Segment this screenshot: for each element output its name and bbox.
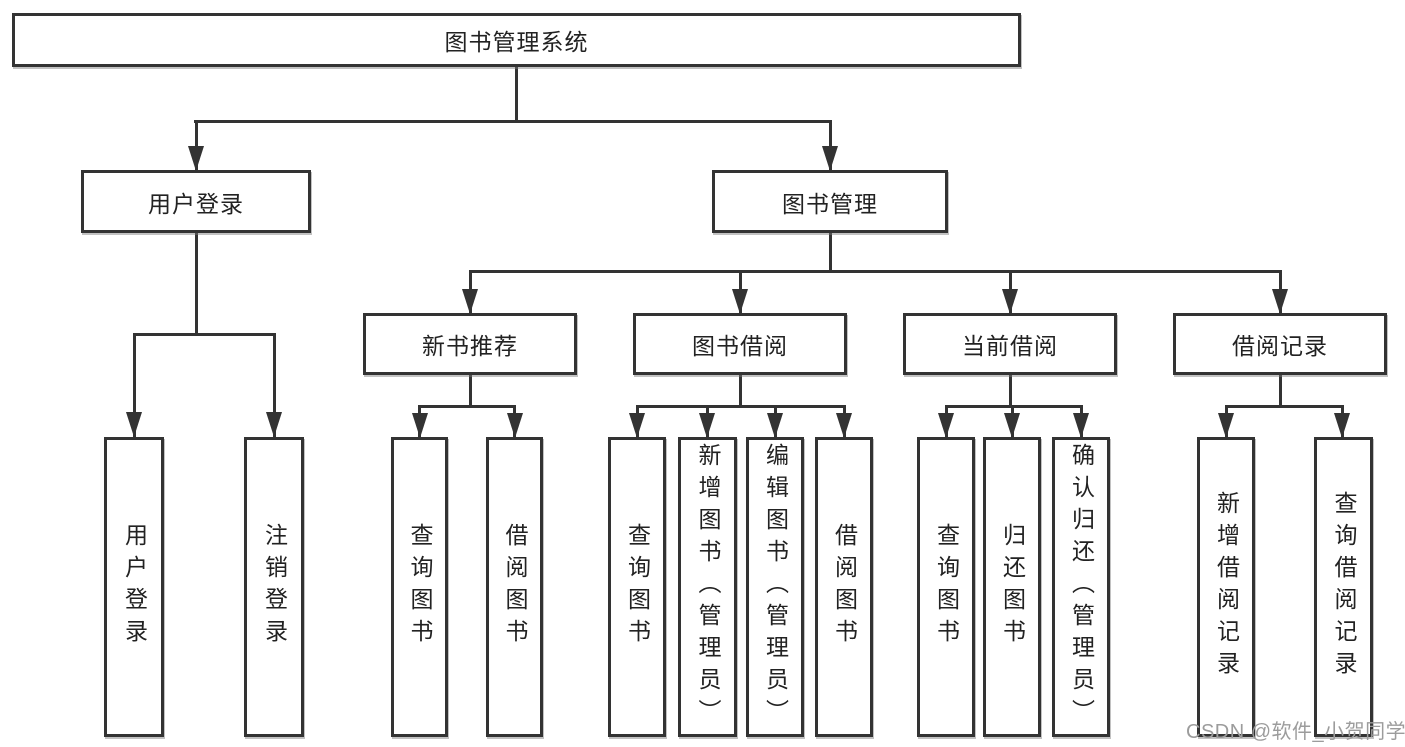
node-current-borrow: 当前借阅	[903, 313, 1117, 375]
arrow-down-icon	[767, 405, 783, 438]
leaf-logout: 注销登录	[244, 437, 304, 737]
leaf-records-add: 新增借阅记录	[1197, 437, 1255, 737]
leaf-current-confirm-return-admin: 确认归还（管理员）	[1052, 437, 1110, 737]
node-book-management: 图书管理	[712, 170, 948, 233]
connector-current-borrow-rail	[944, 405, 1083, 408]
connector-book-borrow-stem	[738, 375, 742, 408]
arrow-down-icon	[126, 333, 142, 437]
arrow-down-icon	[1218, 405, 1234, 438]
connector-borrow-records-rail	[1224, 405, 1344, 408]
arrow-down-icon	[836, 405, 852, 438]
leaf-current-query: 查询图书	[917, 437, 975, 737]
arrow-down-icon	[1002, 270, 1018, 314]
arrow-down-icon	[938, 405, 954, 438]
connector-new-book-rail	[418, 405, 516, 408]
leaf-records-query: 查询借阅记录	[1314, 437, 1373, 737]
arrow-down-icon	[732, 270, 748, 314]
connector-book-management-rail	[468, 270, 1281, 273]
csdn-watermark: CSDN @软件_小贺同学	[1186, 721, 1405, 743]
arrow-down-icon	[629, 405, 645, 438]
connector-borrow-records-stem	[1278, 375, 1282, 408]
leaf-new-book-query: 查询图书	[391, 437, 448, 737]
leaf-borrow-edit-book-admin: 编辑图书（管理员）	[746, 437, 804, 737]
arrow-down-icon	[506, 405, 523, 438]
leaf-user-login: 用户登录	[104, 437, 164, 737]
arrow-down-icon	[1272, 270, 1288, 314]
arrow-down-icon	[1334, 405, 1350, 438]
arrow-down-icon	[462, 270, 478, 314]
leaf-borrow-add-book-admin: 新增图书（管理员）	[678, 437, 737, 737]
leaf-current-return: 归还图书	[983, 437, 1041, 737]
connector-user-login-stem	[194, 233, 198, 336]
leaf-new-book-borrow: 借阅图书	[486, 437, 543, 737]
arrow-down-icon	[411, 405, 428, 438]
node-borrow-records: 借阅记录	[1173, 313, 1387, 375]
node-book-borrow: 图书借阅	[633, 313, 847, 375]
arrow-down-icon	[266, 333, 282, 437]
connector-book-borrow-rail	[635, 405, 846, 408]
node-new-book-recommend: 新书推荐	[363, 313, 577, 375]
connector-new-book-stem	[468, 375, 472, 408]
arrow-down-icon	[188, 120, 204, 171]
arrow-down-icon	[1004, 405, 1020, 438]
connector-user-login-rail	[132, 333, 276, 336]
node-user-login: 用户登录	[81, 170, 311, 233]
leaf-borrow-borrow-book: 借阅图书	[815, 437, 873, 737]
connector-root-rail	[194, 120, 831, 123]
connector-book-management-stem	[828, 233, 832, 272]
arrow-down-icon	[822, 120, 838, 171]
leaf-borrow-query: 查询图书	[608, 437, 666, 737]
connector-current-borrow-stem	[1008, 375, 1012, 408]
connector-root-stem	[515, 67, 518, 123]
node-library-management-system: 图书管理系统	[12, 13, 1021, 67]
arrow-down-icon	[1073, 405, 1089, 438]
arrow-down-icon	[699, 405, 715, 438]
